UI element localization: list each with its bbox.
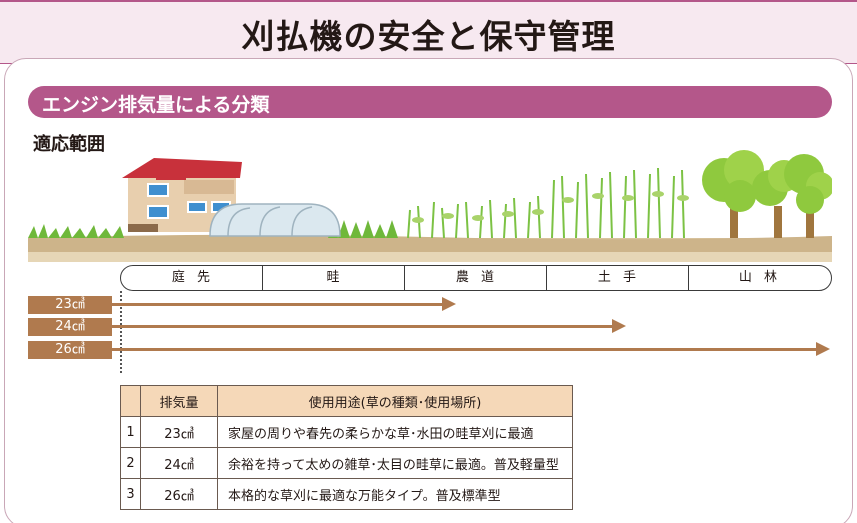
greenhouse-icon xyxy=(209,203,341,237)
zone-aze: 畦 xyxy=(262,265,408,291)
row-usage: 本格的な草刈に最適な万能タイプ。普及標準型 xyxy=(217,478,573,510)
page-title: 刈払機の安全と保守管理 xyxy=(241,17,616,56)
crop-icon xyxy=(407,167,685,239)
house-icon xyxy=(122,158,242,232)
row-number: 2 xyxy=(120,447,141,479)
row-number: 3 xyxy=(120,478,141,510)
table-row: 3 26㎤ 本格的な草刈に最適な万能タイプ。普及標準型 xyxy=(120,478,573,510)
top-rule xyxy=(0,0,857,2)
section-title: エンジン排気量による分類 xyxy=(42,94,270,116)
table-header-cc: 排気量 xyxy=(140,385,218,417)
arrowhead-23 xyxy=(442,297,456,311)
bar-arrow-23 xyxy=(112,303,444,306)
row-usage: 家屋の周りや春先の柔らかな草･水田の畦草刈に最適 xyxy=(217,416,573,448)
bar-arrow-24 xyxy=(112,325,614,328)
landscape-illustration xyxy=(28,150,832,262)
row-displacement: 26㎤ xyxy=(140,478,218,510)
tree-icon xyxy=(702,150,832,238)
zone-niwasaki: 庭 先 xyxy=(120,265,266,291)
zone-dote: 土 手 xyxy=(546,265,692,291)
table-header-no xyxy=(120,385,141,417)
row-displacement: 24㎤ xyxy=(140,447,218,479)
bar-label-24: 24㎤ xyxy=(28,318,112,336)
table-row: 2 24㎤ 余裕を持って太めの雑草･太目の畦草に最適。普及軽量型 xyxy=(120,447,573,479)
row-usage: 余裕を持って太めの雑草･太目の畦草に最適。普及軽量型 xyxy=(217,447,573,479)
grass-icon xyxy=(28,220,398,238)
row-displacement: 23㎤ xyxy=(140,416,218,448)
arrowhead-24 xyxy=(612,319,626,333)
bar-arrow-26 xyxy=(112,348,818,351)
scope-label: 適応範囲 xyxy=(33,134,105,155)
zone-sanrin: 山 林 xyxy=(688,265,832,291)
table-header-use: 使用用途(草の種類･使用場所) xyxy=(217,385,573,417)
start-dotted-line xyxy=(120,291,122,373)
section-header xyxy=(28,86,832,118)
bar-label-26: 26㎤ xyxy=(28,341,112,359)
row-number: 1 xyxy=(120,416,141,448)
table-header-row: 排気量 使用用途(草の種類･使用場所) xyxy=(120,385,573,417)
displacement-table: 排気量 使用用途(草の種類･使用場所) 1 23㎤ 家屋の周りや春先の柔らかな草… xyxy=(120,385,573,510)
arrowhead-26 xyxy=(816,342,830,356)
table-row: 1 23㎤ 家屋の周りや春先の柔らかな草･水田の畦草刈に最適 xyxy=(120,416,573,448)
bar-label-23: 23㎤ xyxy=(28,296,112,314)
zone-noudou: 農 道 xyxy=(404,265,550,291)
